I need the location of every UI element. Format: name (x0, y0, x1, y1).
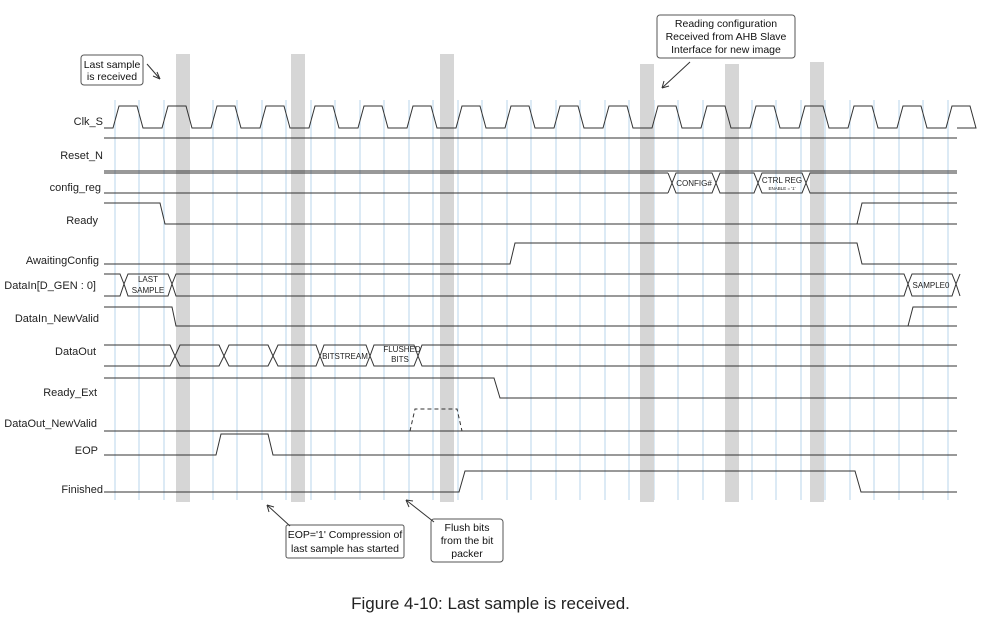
ctrl-reg-value: CTRL REG (762, 176, 802, 185)
annotation-eop: EOP='1' Compression of last sample has s… (266, 504, 405, 559)
signal-label-ready: Ready (66, 215, 98, 227)
svg-text:Last sample: Last sample (84, 59, 141, 71)
dataout-newvalid-dashed-pulse (409, 408, 463, 432)
svg-text:Reading configuration: Reading configuration (675, 18, 777, 30)
time-gap-bar (440, 54, 454, 502)
sample0-value: SAMPLE0 (913, 281, 950, 290)
time-gap-bar (810, 62, 824, 502)
dataout-waveform (104, 344, 957, 367)
signal-label-ready-ext: Ready_Ext (43, 387, 97, 399)
svg-text:last sample has started: last sample has started (291, 543, 399, 555)
time-gap-bars (176, 54, 824, 502)
datain-waveform (104, 273, 961, 297)
signal-label-eop: EOP (75, 445, 98, 457)
finished-waveform (104, 470, 957, 493)
annotation-last-sample: Last sample is received (80, 54, 161, 86)
signal-label-awaiting: AwaitingConfig (26, 255, 99, 267)
signal-label-dataout: DataOut (55, 346, 96, 358)
flushed-bits-value-line2: BITS (391, 355, 409, 364)
signal-label-datain-newvalid: DataIn_NewValid (15, 313, 99, 325)
ready-waveform (104, 202, 957, 225)
signal-label-clk: Clk_S (74, 116, 103, 128)
time-gap-bar (176, 54, 190, 502)
svg-text:from the bit: from the bit (441, 535, 494, 547)
ctrl-reg-sub-value: ENABLE = '1' (768, 186, 795, 191)
ready-ext-waveform (104, 377, 957, 399)
figure-caption: Figure 4-10: Last sample is received. (351, 594, 630, 613)
signal-label-finished: Finished (61, 484, 103, 496)
last-sample-value-line1: LAST (138, 275, 158, 284)
signal-label-datain: DataIn[D_GEN : 0] (4, 280, 96, 292)
time-gap-bar (640, 64, 654, 502)
time-gap-bar (725, 64, 739, 502)
eop-waveform (104, 433, 957, 456)
config-hash-value: CONFIG# (676, 179, 712, 188)
svg-text:is received: is received (87, 71, 137, 83)
annotation-flush-bits: Flush bits from the bit packer (405, 499, 504, 563)
svg-text:packer: packer (451, 548, 483, 560)
bitstream-value: BITSTREAM (322, 352, 368, 361)
config-reg-waveform (104, 172, 957, 194)
time-gap-bar (291, 54, 305, 502)
signal-label-dataout-newvalid: DataOut_NewValid (4, 418, 97, 430)
flushed-bits-value-line1: FLUSHED (383, 345, 421, 354)
clk-waveform (104, 105, 977, 129)
signal-labels: Clk_S Reset_N config_reg Ready AwaitingC… (4, 116, 103, 496)
waveforms: CONFIG# CTRL REG ENABLE = '1' LAST SAMPL… (104, 105, 977, 493)
last-sample-value-line2: SAMPLE (132, 286, 164, 295)
datain-newvalid-waveform (104, 306, 957, 327)
svg-text:Interface for new image: Interface for new image (671, 44, 781, 56)
svg-text:Received from AHB Slave: Received from AHB Slave (666, 31, 787, 43)
svg-text:Flush bits: Flush bits (445, 522, 490, 534)
svg-text:EOP='1' Compression of: EOP='1' Compression of (288, 529, 403, 541)
signal-label-reset: Reset_N (60, 150, 103, 162)
awaiting-config-waveform (104, 242, 957, 265)
signal-label-config: config_reg (50, 182, 101, 194)
annotation-reading-config: Reading configuration Received from AHB … (656, 14, 796, 89)
